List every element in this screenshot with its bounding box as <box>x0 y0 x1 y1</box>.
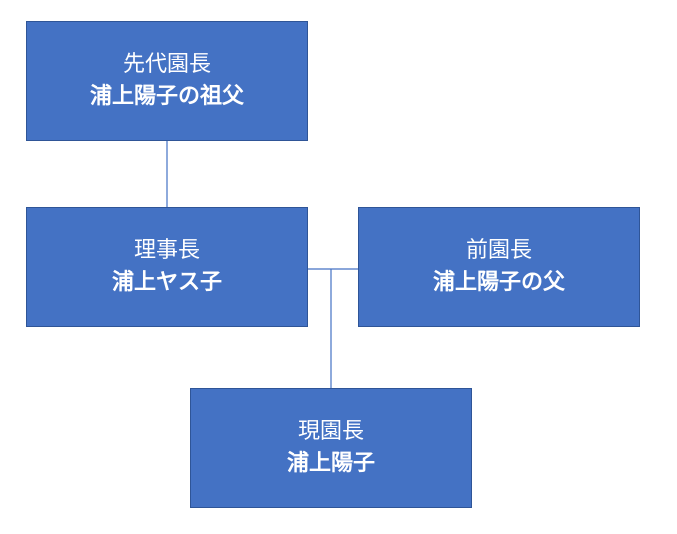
node-current-role: 現園長 <box>297 419 364 444</box>
node-chairman-name: 浦上ヤス子 <box>111 270 222 295</box>
node-founder: 先代園長 浦上陽子の祖父 <box>26 21 308 141</box>
node-former-name: 浦上陽子の父 <box>432 270 565 295</box>
node-chairman-role: 理事長 <box>133 238 200 263</box>
node-founder-name: 浦上陽子の祖父 <box>89 84 244 109</box>
node-chairman: 理事長 浦上ヤス子 <box>26 207 308 327</box>
node-current: 現園長 浦上陽子 <box>190 388 472 508</box>
node-founder-role: 先代園長 <box>122 52 211 77</box>
node-former-role: 前園長 <box>465 238 532 263</box>
node-current-name: 浦上陽子 <box>286 451 375 476</box>
node-former: 前園長 浦上陽子の父 <box>358 207 640 327</box>
